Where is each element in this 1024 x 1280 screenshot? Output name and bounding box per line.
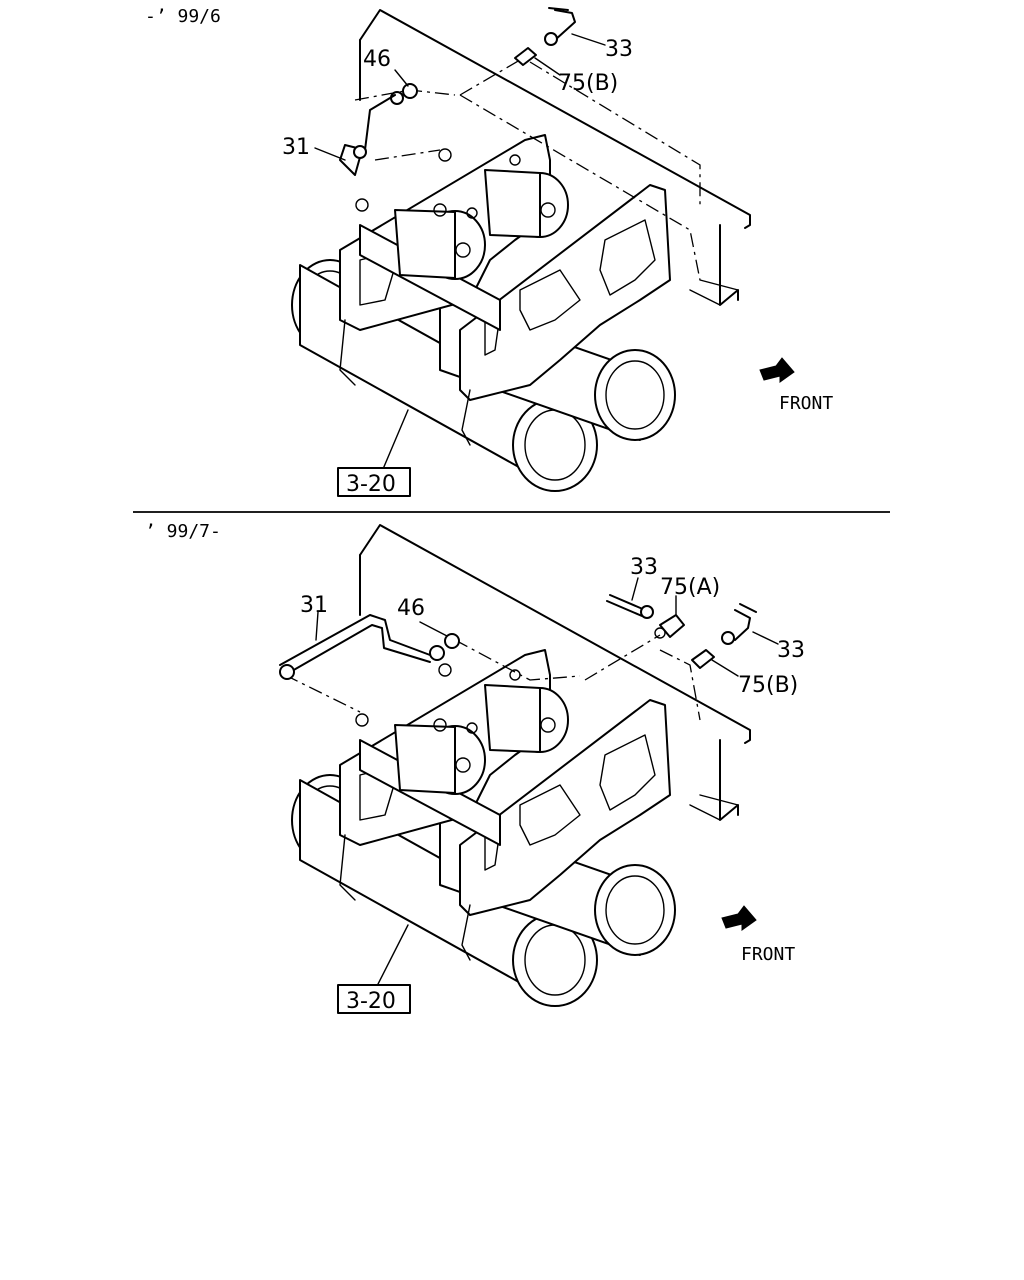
bottom-label-46: 46 bbox=[397, 596, 425, 621]
top-ref-box-text: 3-20 bbox=[346, 472, 396, 497]
top-part-33-nut bbox=[544, 32, 558, 46]
bottom-front-arrow-icon bbox=[721, 905, 757, 931]
bottom-part-31-pipe bbox=[279, 614, 431, 666]
top-ref-box bbox=[337, 467, 411, 497]
bottom-part-46-nut bbox=[444, 633, 460, 649]
bottom-label-75b: 75(B) bbox=[738, 673, 798, 698]
top-panel: -’ 99/6 33 46 75(B) 31 3-20 bbox=[145, 6, 833, 497]
bottom-part-75a-connector bbox=[659, 614, 685, 638]
top-part-46-nut bbox=[402, 83, 418, 99]
top-label-33: 33 bbox=[605, 37, 633, 62]
bottom-label-75a: 75(A) bbox=[660, 575, 720, 600]
bottom-ref-box-text: 3-20 bbox=[346, 989, 396, 1014]
top-label-31: 31 bbox=[282, 135, 310, 160]
bottom-part-75b-connector bbox=[691, 649, 715, 669]
top-part-31-pipe bbox=[339, 94, 396, 176]
bottom-part-33-pipe bbox=[734, 609, 751, 641]
top-front-arrow-icon bbox=[759, 357, 795, 383]
top-part-75b-connector bbox=[514, 47, 537, 66]
bottom-ref-box bbox=[337, 984, 411, 1014]
bottom-panel: ’ 99/7- 33 bbox=[145, 521, 805, 1014]
bottom-label-33-bolt: 33 bbox=[630, 555, 658, 580]
top-front-label: FRONT bbox=[779, 393, 833, 414]
top-label-46: 46 bbox=[363, 47, 391, 72]
top-label-75b: 75(B) bbox=[558, 71, 618, 96]
bottom-label-31: 31 bbox=[300, 593, 328, 618]
bottom-label-33-pipe: 33 bbox=[777, 638, 805, 663]
top-assembly-illustration bbox=[291, 9, 751, 492]
bottom-period-label: ’ 99/7- bbox=[145, 521, 221, 542]
bottom-part-33-bolt bbox=[609, 594, 646, 611]
bottom-front-label: FRONT bbox=[741, 944, 795, 965]
top-period-label: -’ 99/6 bbox=[145, 6, 221, 27]
top-part-33-pipe bbox=[554, 9, 576, 41]
